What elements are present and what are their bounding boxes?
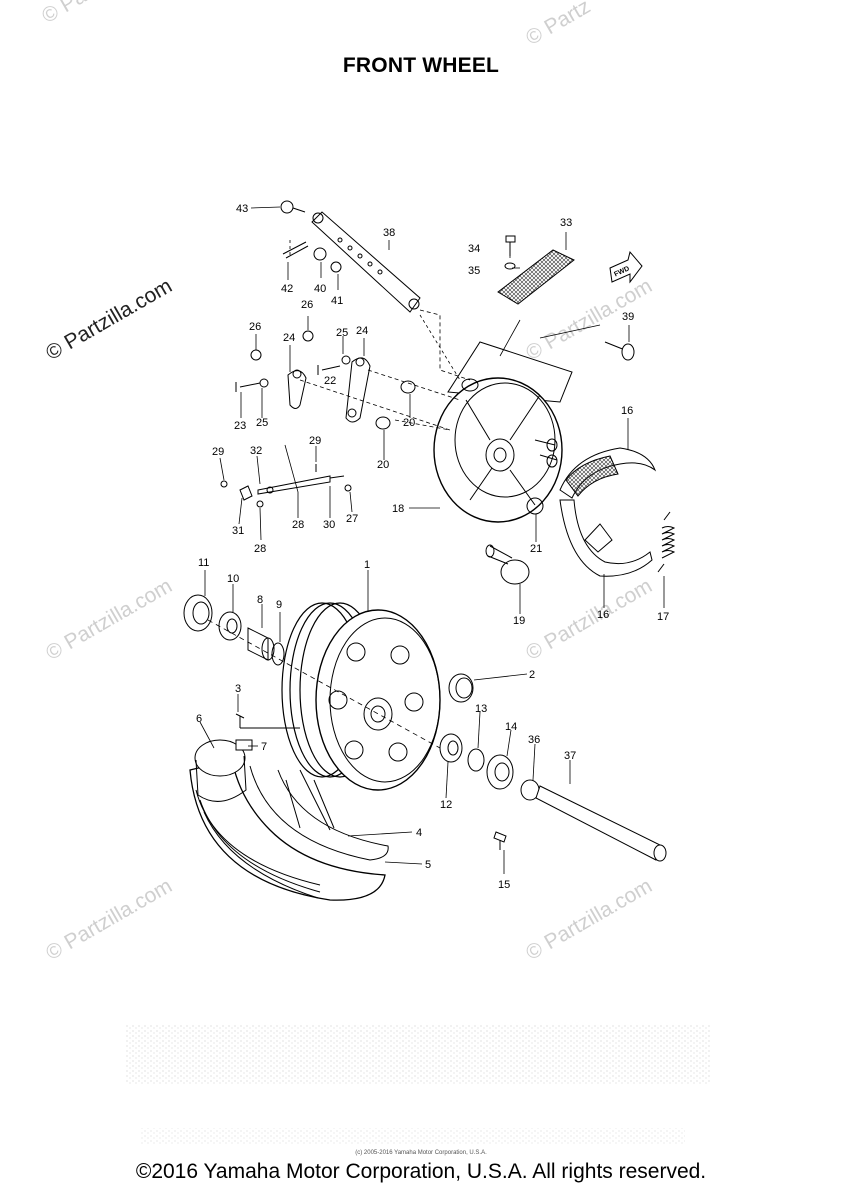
callout-34: 34 <box>468 243 480 255</box>
tire-tube-assembly <box>189 739 389 901</box>
brake-shoe-upper <box>559 447 657 499</box>
fwd-arrow-badge <box>609 250 643 284</box>
screw-15 <box>493 831 507 850</box>
callout-4: 4 <box>416 827 422 839</box>
callout-26b: 26 <box>301 299 313 311</box>
front-wheel-axle <box>535 785 667 862</box>
copyright-footer: ©2016 Yamaha Motor Corporation, U.S.A. A… <box>135 1160 707 1183</box>
brake-shoe-lower <box>559 499 653 577</box>
callout-21: 21 <box>530 543 542 555</box>
valve-bolt-3 <box>235 713 300 729</box>
callout-36: 36 <box>528 734 540 746</box>
small-copyright-line: (c) 2005-2016 Yamaha Motor Corporation, … <box>355 1150 487 1156</box>
callout-28b: 29 <box>212 446 224 458</box>
callout-29a: 27 <box>346 513 358 525</box>
callout-24b: 23 <box>234 420 246 432</box>
callout-labels: 43 38 33 34 35 42 40 41 39 26 26 24 25 2… <box>196 203 669 891</box>
brake-rod <box>220 464 352 508</box>
callout-19: 19 <box>513 615 525 627</box>
bolt-34 <box>505 235 516 256</box>
callout-24a: 22 <box>324 375 336 387</box>
callout-11: 11 <box>198 557 209 569</box>
callout-8: 8 <box>257 594 263 606</box>
callout-25a: 25 <box>336 327 348 339</box>
leader-lines <box>199 206 665 874</box>
bearing-10 <box>218 611 242 641</box>
callout-30: 32 <box>250 445 262 457</box>
callout-9: 9 <box>276 599 282 611</box>
nut-40 <box>313 247 327 261</box>
callout-6: 6 <box>196 713 202 725</box>
cam-lever-22 <box>345 357 371 423</box>
washer-25a <box>259 378 269 388</box>
callout-7: 7 <box>261 741 267 753</box>
callout-22: 24 <box>356 325 368 337</box>
bolt-43 <box>280 200 306 214</box>
callout-33: 33 <box>560 217 572 229</box>
callout-10: 10 <box>227 573 239 585</box>
callout-38: 38 <box>383 227 395 239</box>
scan-noise-band <box>125 1025 710 1085</box>
callout-27: 28 <box>292 519 304 531</box>
callout-5: 5 <box>425 859 431 871</box>
callout-14: 14 <box>505 721 517 733</box>
oil-seal-11 <box>183 594 213 632</box>
callout-2: 2 <box>529 669 535 681</box>
spacer-8 <box>247 627 275 661</box>
callout-35: 35 <box>468 265 480 277</box>
washer-35 <box>504 262 516 270</box>
callout-15: 15 <box>498 879 510 891</box>
callout-12: 12 <box>440 799 452 811</box>
torque-arm <box>311 211 421 313</box>
diagram-title: FRONT WHEEL <box>342 54 500 77</box>
callout-20a: 20 <box>403 417 415 429</box>
wheel-hub <box>281 602 441 791</box>
oil-seal-14 <box>486 754 514 790</box>
washer-20b <box>375 416 391 430</box>
callout-32: 30 <box>323 519 335 531</box>
callout-29b: 28 <box>254 543 266 555</box>
callout-3: 3 <box>235 683 241 695</box>
callout-23: 24 <box>283 332 295 344</box>
cam-lever-23 <box>287 369 307 409</box>
washer-25b <box>341 355 351 365</box>
bearing-12 <box>439 733 463 763</box>
callout-43: 43 <box>236 203 248 215</box>
bolt-39 <box>604 341 635 361</box>
callout-1: 1 <box>364 559 370 571</box>
callout-16a: 16 <box>621 405 633 417</box>
callout-41: 41 <box>331 295 343 307</box>
callout-20b: 20 <box>377 459 389 471</box>
scan-noise-band-2 <box>140 1128 685 1144</box>
hub-cap <box>448 673 474 703</box>
cotter-pin-42 <box>282 241 309 259</box>
o-ring-9 <box>271 642 285 666</box>
return-spring <box>657 511 676 573</box>
callout-31: 31 <box>232 525 244 537</box>
nut-26b <box>302 330 314 342</box>
callout-16b: 16 <box>597 609 609 621</box>
bolt-24b <box>317 365 341 375</box>
callout-13: 13 <box>475 703 487 715</box>
callout-39: 39 <box>622 311 634 323</box>
washer-21 <box>526 497 544 515</box>
callout-18: 18 <box>392 503 404 515</box>
callout-37: 37 <box>564 750 576 762</box>
washer-41 <box>330 261 342 273</box>
washer-20a <box>400 380 416 394</box>
callout-25b: 25 <box>256 417 268 429</box>
callout-26a: 26 <box>249 321 261 333</box>
callout-42: 42 <box>281 283 293 295</box>
callout-28a: 29 <box>309 435 321 447</box>
callout-17: 17 <box>657 611 669 623</box>
camshaft <box>485 544 530 585</box>
bolt-24a <box>235 382 261 392</box>
reflector-plate <box>497 249 575 305</box>
spacer-13 <box>467 748 485 772</box>
nut-26a <box>250 349 262 361</box>
callout-40: 40 <box>314 283 326 295</box>
brake-shoe-plate <box>433 341 573 523</box>
